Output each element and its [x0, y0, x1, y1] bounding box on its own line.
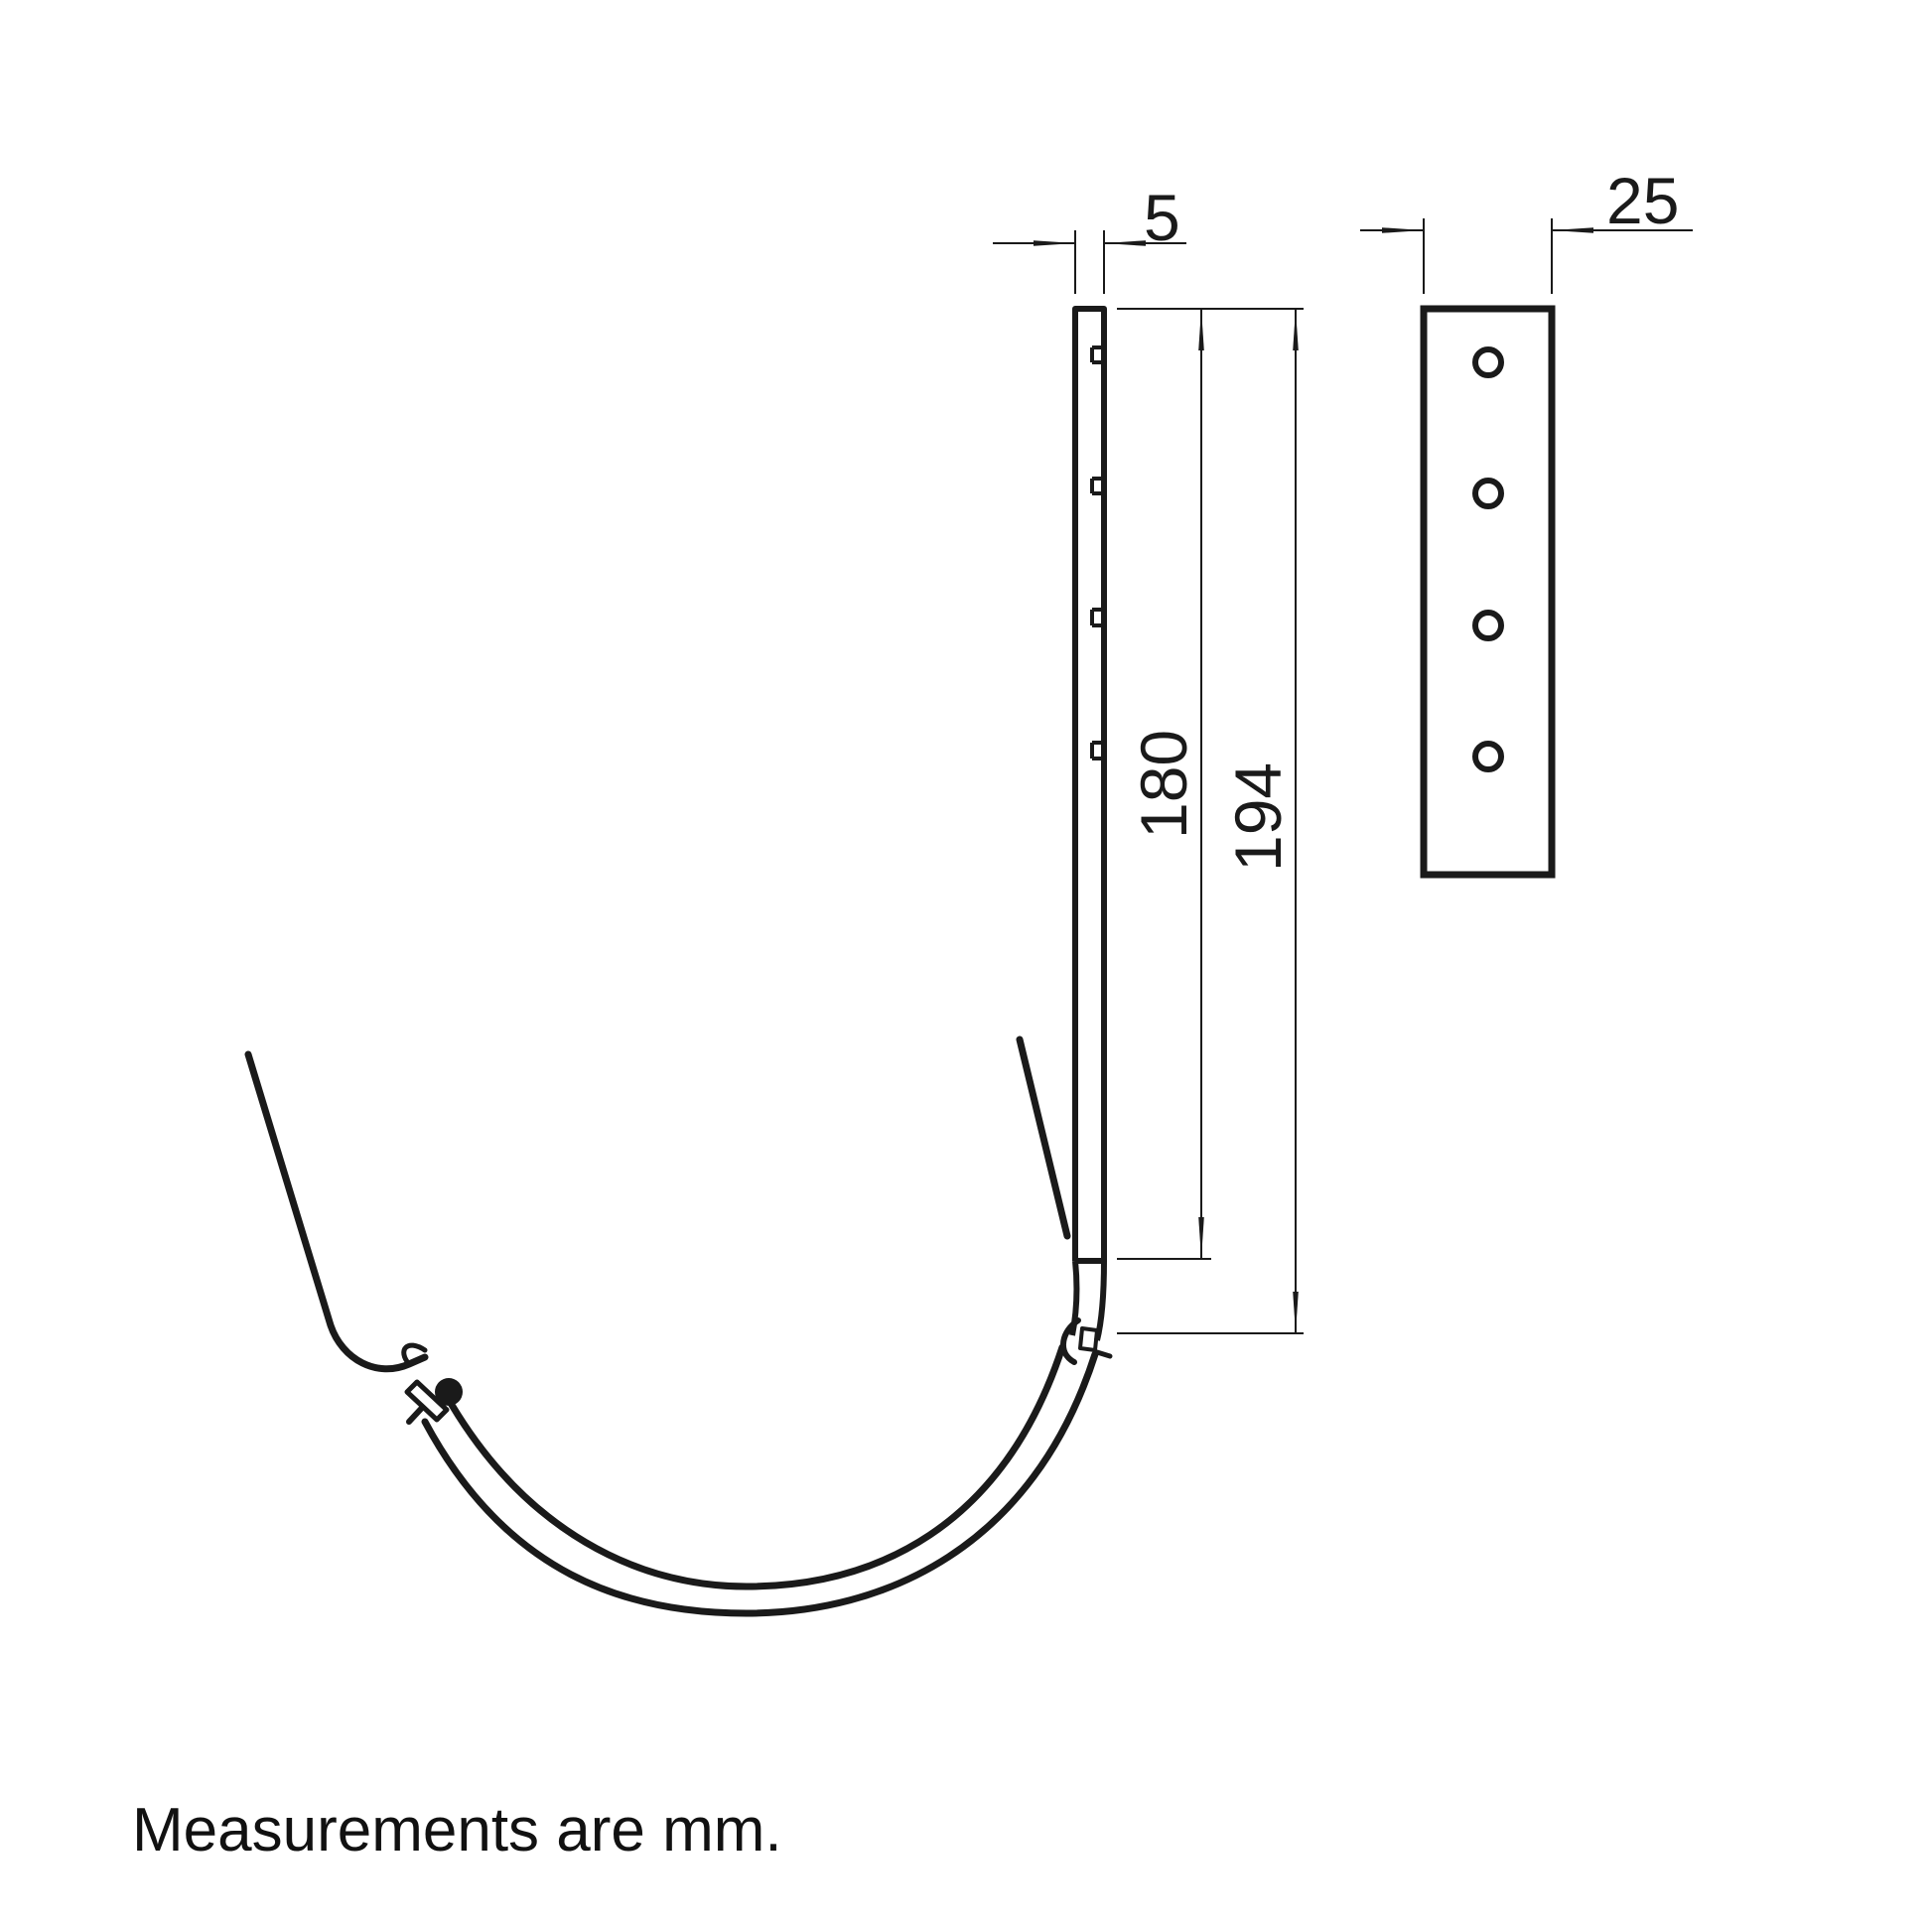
dim-overall-height-label: 194	[1221, 762, 1295, 872]
strap-notches	[1090, 345, 1104, 760]
mounting-hole	[1472, 346, 1504, 378]
mounting-hole	[1472, 610, 1504, 641]
dim-thickness-label: 5	[1144, 181, 1180, 254]
dim-width	[1360, 218, 1693, 294]
side-view-strap	[1069, 306, 1107, 1341]
mounting-hole	[1472, 741, 1504, 772]
gutter-profile	[244, 1035, 1113, 1617]
dim-width-label: 25	[1606, 164, 1679, 237]
dim-overall-height	[1117, 309, 1304, 1334]
front-view-strap	[1420, 305, 1556, 879]
units-note: Measurements are mm.	[132, 1796, 782, 1864]
dim-inner-height-label: 180	[1127, 730, 1200, 839]
dim-inner-height	[1117, 308, 1304, 1260]
mounting-hole	[1472, 478, 1504, 509]
dim-thickness	[993, 230, 1186, 294]
